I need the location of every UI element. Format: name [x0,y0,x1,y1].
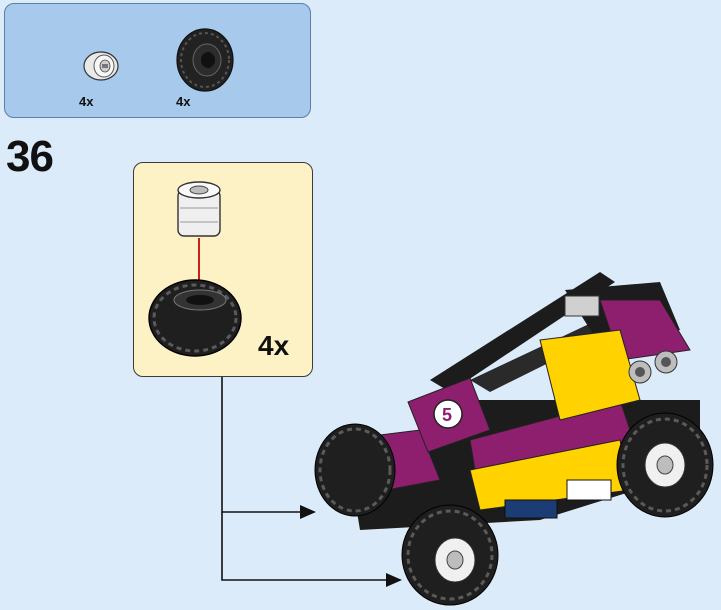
buggy-model: 5 [314,272,714,606]
front-left-wheel [314,423,396,517]
sub-rim-icon [177,181,221,237]
tire-icon [176,28,234,92]
rear-right-wheel [616,412,714,518]
parts-list-box [4,3,311,118]
rim-quantity: 4x [79,94,94,109]
sub-tire-icon [148,279,242,357]
tire-quantity: 4x [176,94,191,109]
callout-line-2 [221,512,390,581]
step-number: 36 [6,132,54,181]
wheel-rim-icon [83,51,119,81]
callout-line [221,377,305,513]
svg-text:5: 5 [442,405,452,425]
sub-assembly-multiplier: 4x [258,330,290,361]
front-right-wheel [401,504,499,606]
